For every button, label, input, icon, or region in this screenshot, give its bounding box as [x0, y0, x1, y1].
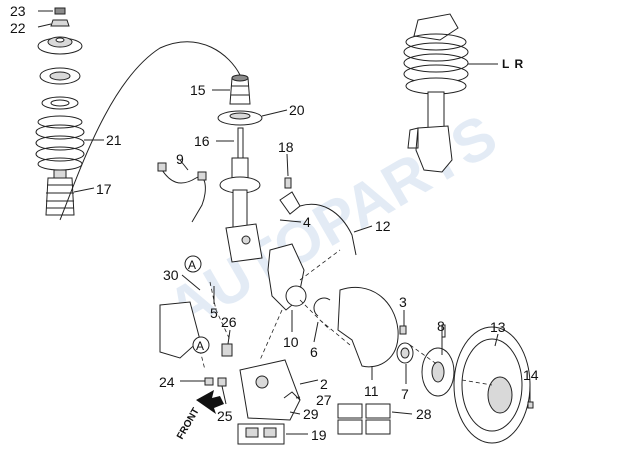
callout-12: 12: [375, 218, 391, 234]
bleeder-cap: [217, 377, 227, 387]
callout-17: 17: [96, 181, 112, 197]
leader-2: [299, 379, 319, 385]
sensor-bracket: [279, 191, 301, 215]
svg-text:A: A: [196, 339, 204, 353]
hose-fitting: [197, 171, 207, 181]
snap-ring: [313, 297, 331, 317]
caliper-piston: [255, 375, 269, 389]
callout-23: 23: [10, 3, 26, 19]
marker-a-upper: A: [184, 255, 202, 273]
complete-strut-assembly: [403, 13, 469, 173]
brake-pad: [365, 403, 391, 419]
callout-2: 2: [320, 376, 328, 392]
callout-6: 6: [310, 344, 318, 360]
leader-25: [221, 385, 227, 405]
leader-28: [391, 411, 413, 415]
dust-shield: [337, 286, 399, 368]
callout-24: 24: [159, 374, 175, 390]
bearing-ring: [39, 67, 81, 85]
assembly-line: [259, 309, 283, 361]
bump-stop: [229, 74, 251, 105]
leader-26: [227, 329, 231, 345]
callout-16: 16: [194, 133, 210, 149]
callout-26: 26: [221, 314, 237, 330]
brake-pad: [365, 419, 391, 435]
leader-27: [295, 396, 301, 399]
disc-screw: [527, 401, 534, 409]
bracket-bolt: [284, 177, 292, 189]
spring-pad: [217, 110, 263, 126]
dust-boot: [45, 169, 75, 216]
callout-10: 10: [283, 334, 299, 350]
brake-pad: [337, 419, 363, 435]
assembly-line: [409, 344, 493, 386]
leader-6: [313, 321, 319, 343]
callout-5: 5: [210, 305, 218, 321]
brake-hose-line: [59, 41, 241, 221]
leader-18: [286, 153, 289, 177]
leader-29: [289, 411, 301, 415]
callout-20: 20: [289, 102, 305, 118]
leader-20: [261, 109, 288, 117]
assembly-line: [299, 249, 351, 346]
leader-30: [181, 274, 201, 291]
brake-caliper: [239, 359, 301, 421]
abs-sensor-wire: [299, 203, 357, 256]
hose-fitting: [157, 162, 167, 172]
shock-absorber: [219, 127, 263, 263]
callout-14: 14: [523, 367, 539, 383]
brake-pad: [337, 403, 363, 419]
callout-7: 7: [401, 386, 409, 402]
callout-25: 25: [217, 408, 233, 424]
callout-8: 8: [437, 318, 445, 334]
callout-9: 9: [176, 151, 184, 167]
callout-4: 4: [303, 214, 311, 230]
side-label: L R: [502, 57, 524, 71]
caliper-bracket: [159, 301, 201, 359]
knuckle-bore: [285, 285, 307, 307]
marker-a-lower: A: [192, 336, 210, 354]
callout-11: 11: [364, 383, 379, 399]
leader-13: [494, 333, 499, 347]
leader-12: [353, 225, 373, 233]
leader-4: [279, 219, 302, 223]
bleeder-screw: [204, 377, 214, 386]
front-label: FRONT: [175, 406, 202, 441]
spring-seat: [41, 96, 79, 110]
callout-13: 13: [490, 319, 506, 335]
upper-strut-mount: [37, 36, 83, 55]
top-mount-nut: [50, 7, 70, 27]
bolt-kit-box: [237, 423, 285, 445]
assembly-line: [209, 281, 231, 341]
callout-18: 18: [278, 139, 294, 155]
guide-bolt: [245, 427, 259, 438]
guide-bolt: [263, 427, 277, 438]
coil-spring-left: [35, 115, 85, 171]
callout-3: 3: [399, 294, 407, 310]
callout-27: 27: [316, 392, 332, 408]
svg-text:A: A: [188, 258, 196, 272]
leader-9: [179, 159, 189, 171]
wheel-bearing-inner: [400, 347, 410, 359]
callout-19: 19: [311, 427, 327, 443]
shield-bolt: [399, 325, 407, 335]
leader-17: [73, 187, 95, 193]
callout-30: 30: [163, 267, 179, 283]
callout-28: 28: [416, 406, 432, 422]
guide-pin: [221, 343, 233, 357]
callout-29: 29: [303, 406, 319, 422]
callout-22: 22: [10, 20, 26, 36]
callout-15: 15: [190, 82, 206, 98]
leader-22: [37, 23, 52, 28]
wheel-hub: [421, 324, 455, 397]
callout-21: 21: [106, 132, 122, 148]
brake-hose: [161, 169, 206, 223]
